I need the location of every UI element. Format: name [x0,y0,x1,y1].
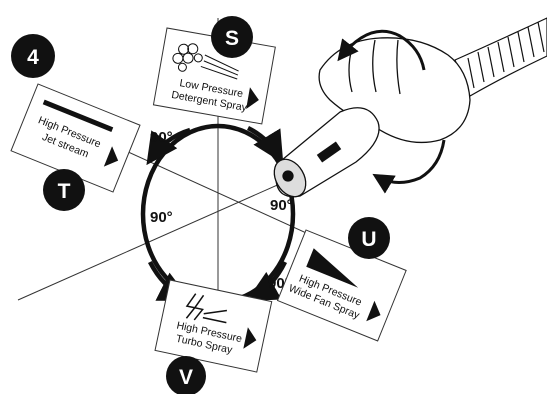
jet-stream-icon [42,99,114,132]
spray-axis-line [17,174,301,301]
pointer-triangle-icon [103,146,119,167]
position-badge-u: U [348,217,390,259]
hose-icon [454,17,547,97]
position-badge-t: T [43,169,85,211]
rotation-label-bottom-left: 90° [150,209,173,226]
position-letter-v: V [179,366,193,389]
nozzle-card-t: High Pressure Jet stream [10,83,141,193]
wide-fan-icon [306,248,359,288]
rotation-arrow-icon [146,127,191,166]
position-letter-t: T [58,180,71,203]
step-number: 4 [27,46,39,69]
position-badge-v: V [166,356,206,394]
pointer-triangle-icon [246,87,259,109]
pointer-triangle-icon [243,327,257,349]
position-badge-s: S [211,16,253,58]
nozzle-card-v: High Pressure Turbo Spray [154,279,273,373]
step-badge: 4 [11,34,55,78]
wand-nozzle-icon [273,107,380,198]
rotation-label-right: 90° [270,197,293,214]
position-letter-s: S [225,27,239,50]
rotation-arrow-icon [246,260,288,302]
rotation-label-top-left: 90° [150,129,173,146]
detergent-bubbles-icon [172,43,239,80]
position-letter-u: U [361,228,376,251]
pointer-triangle-icon [366,300,381,322]
turbo-spray-icon [185,293,228,324]
rotation-arrow-icon [246,125,284,164]
twist-arrow-icon [337,29,446,194]
